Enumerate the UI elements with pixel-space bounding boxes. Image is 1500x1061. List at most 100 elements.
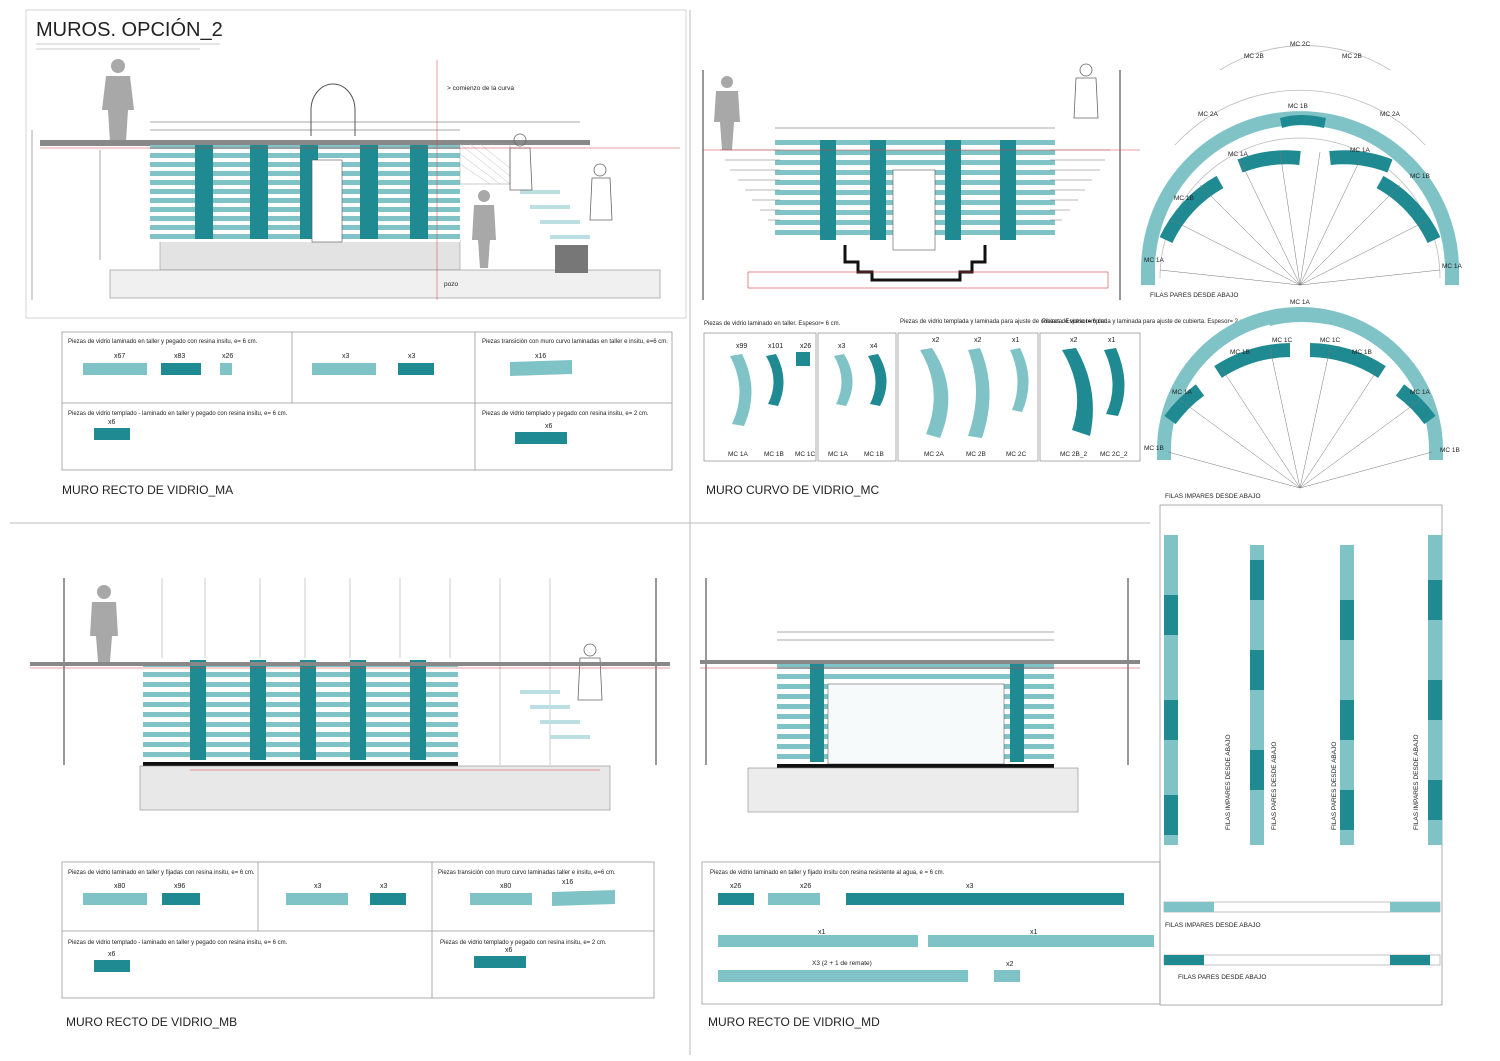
md-count: x1 [818,929,826,936]
arch-caption: FILAS PARES DESDE ABAJO [1150,292,1238,299]
mc-piece-label: MC 1C [795,451,816,458]
plan-label: FILAS IMPARES DESDE ABAJO [1225,734,1232,830]
md-pieces-table: Piezas de vidrio laminado en taller y fi… [701,861,1161,1005]
mc-count: x99 [736,343,747,350]
ma-count: x26 [222,353,233,360]
md-glass-piece [718,935,918,947]
arch-label: MC 1B [1144,445,1164,452]
arch-label: MC 1B [1230,349,1250,356]
ma-glass-stripes [150,140,590,243]
mc-piece-label: MC 2B [966,451,986,458]
arch-label: MC 1B [1440,447,1460,454]
ma-box1-title: Piezas de vidrio laminado en taller y pe… [68,339,258,345]
mb-count: x80 [114,883,125,890]
mb-glass-piece [370,893,406,905]
arch-label: MC 1B [1352,349,1372,356]
arch-label: MC 1A [1350,147,1371,154]
mc-box3-title: Piezas de vidrio templada y laminada par… [1042,319,1250,325]
person-outline [509,133,613,221]
mc-piece-label: MC 1A [728,451,749,458]
mc-glass-piece [834,354,853,406]
mb-box3-title: Piezas de vidrio templado - laminado en … [68,940,288,946]
md-glass-piece [768,893,820,905]
mb-count: x80 [500,883,511,890]
mc-glass-piece [1062,348,1093,436]
mb-box4-title: Piezas de vidrio templado y pegado con r… [440,940,607,946]
mb-pieces-table: Piezas de vidrio laminado en taller y fi… [61,861,655,999]
ma-elevation: > comienzo de la curva pozo [25,9,687,319]
mc-glass-piece [868,354,887,406]
mb-box2-title: Piezas transición con muro curvo laminad… [438,870,616,876]
mc-piece-label: MC 1B [864,451,884,458]
ma-box2-title: Piezas transición con muro curvo laminad… [482,339,668,345]
person-figure-dark [472,190,496,268]
ma-pozo-label: pozo [444,281,458,288]
arch-label: MC 1A [1442,263,1463,270]
mc-count: x2 [974,337,982,344]
mc-piece-label: MC 1A [828,451,849,458]
mc-count: x2 [1070,337,1078,344]
ma-count: x83 [174,353,185,360]
mc-glass-piece [968,348,990,438]
mc-count: x1 [1108,337,1116,344]
md-count: x26 [800,883,811,890]
arch-label: MC 1A [1228,151,1249,158]
mb-glass-piece [470,893,532,905]
ma-glass-piece [515,432,567,444]
ma-glass-piece [312,363,376,375]
mc-piece-label: MC 2B_2 [1060,451,1087,458]
ma-count: x3 [408,353,416,360]
arch-label: MC 1C [1320,337,1341,344]
mc-glass-piece [766,354,784,406]
arch-label: MC 1A [1144,257,1165,264]
ma-glass-piece [94,428,130,440]
md-count: x3 [966,883,974,890]
sheet-title: MUROS. OPCIÓN_2 [36,18,223,41]
mb-glass-piece [286,893,348,905]
mc-piece-label: MC 2A [924,451,945,458]
arch-label: MC 1C [1272,337,1293,344]
ma-title: MURO RECTO DE VIDRIO_MA [62,483,233,497]
mb-glass-piece [94,960,130,972]
mc-count: x1 [1012,337,1020,344]
ma-glass-piece [398,363,434,375]
arch-label: MC 1B [1288,103,1308,110]
arch-label: MC 1A [1290,299,1311,306]
mc-count: x3 [838,343,846,350]
ma-box3-title: Piezas de vidrio templado - laminado en … [68,411,288,417]
md-glass-piece [994,970,1020,982]
mb-glass-piece [474,956,526,968]
person-figure [714,76,740,150]
ma-count: x67 [114,353,125,360]
md-glass-piece [928,935,1154,947]
arch-label: MC 1B [1410,173,1430,180]
md-count: x2 [1006,961,1014,968]
ma-glass-piece [510,360,572,376]
ma-glass-piece [161,363,201,375]
mb-count: x6 [505,947,513,954]
ma-glass-piece [220,363,232,375]
arch-plan-top: MC 2C MC 2B MC 2B MC 2A MC 2A MC 1B MC 1… [1141,41,1463,299]
md-glass-piece [718,893,754,905]
md-elevation [700,578,1140,813]
mc-glass-piece [920,348,949,438]
md-count: x1 [1030,929,1038,936]
mc-glass-piece [1010,348,1029,412]
plan-label: FILAS IMPARES DESDE ABAJO [1413,734,1420,830]
mc-glass-piece [796,352,810,366]
md-count: x26 [730,883,741,890]
person-outline [577,643,603,701]
mb-count: x96 [174,883,185,890]
plan-label: FILAS PARES DESDE ABAJO [1271,742,1278,830]
md-remate-label: X3 (2 + 1 de remate) [812,960,872,967]
md-glass-piece [718,970,968,982]
arch-label: MC 2B [1244,53,1264,60]
mc-count: x2 [932,337,940,344]
arch-caption: FILAS IMPARES DESDE ABAJO [1165,493,1261,500]
ma-count: x16 [535,353,546,360]
arch-label: MC 1B [1174,195,1194,202]
mc-piece-label: MC 2C_2 [1100,451,1128,458]
mb-count: x6 [108,951,116,958]
mc-box2-title: Piezas de vidrio templada y laminada par… [900,319,1108,325]
